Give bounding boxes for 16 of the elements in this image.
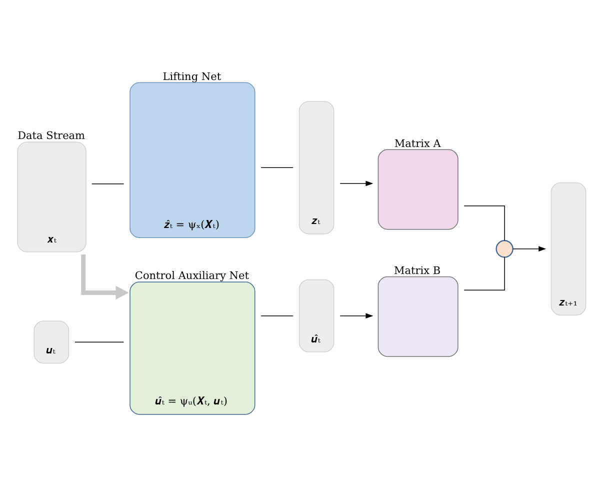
connector [260,167,294,168]
node-label: Control Auxiliary Net [134,270,249,282]
connector [74,342,124,343]
connector [464,205,505,241]
arrow [81,254,129,300]
arrow [512,246,546,252]
arrow [340,313,374,318]
node-label: Lifting Net [162,70,222,83]
node-label: Matrix B [394,264,441,277]
connector [464,256,505,290]
node-label: Data Stream [18,130,86,142]
arrow [340,180,374,186]
node-label: Matrix A [394,138,441,150]
connector [260,315,294,316]
node-circle [496,240,514,258]
connector [91,183,124,184]
